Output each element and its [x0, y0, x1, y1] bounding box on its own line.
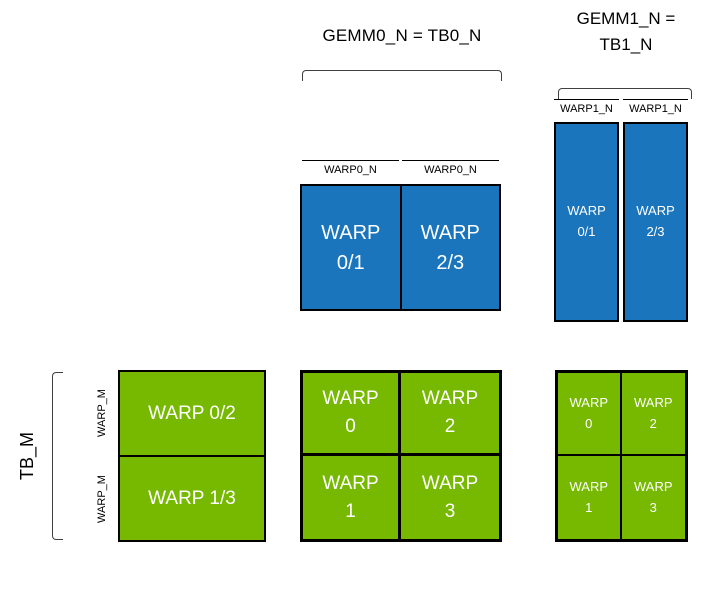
warp-row-13: WARP 1/3: [120, 455, 264, 540]
warp-cell-label: 3: [444, 500, 456, 522]
gemm0-heading: GEMM0_N = TB0_N: [322, 26, 482, 45]
gemm1-heading-line2: TB1_N: [599, 35, 653, 54]
warp-tile-label: WARP: [420, 221, 480, 244]
warp-cell-label: 0: [585, 415, 593, 431]
warp-cell-label: WARP: [633, 394, 673, 410]
warp1-n-label-left: WARP1_N: [554, 99, 619, 115]
warp-cell-0: WARP 0: [558, 373, 622, 456]
warp-cell-3: WARP 3: [622, 456, 686, 539]
tb0-n-bracket: [302, 70, 502, 81]
warp-tile-label: WARP: [321, 221, 381, 244]
gemm0-warp-grid: WARP 0 WARP 2 WARP 1 WARP 3: [300, 370, 502, 542]
warp-tile-label: WARP: [636, 203, 675, 219]
gemm0-warp-tiles: WARP 0/1 WARP 2/3: [300, 184, 501, 311]
warp-tile-label: 0/1: [336, 251, 365, 274]
warp-tile-label: WARP: [567, 203, 606, 219]
tb-m-warp-rows: WARP 0/2 WARP 1/3: [118, 370, 266, 542]
gemm1-heading-line1: GEMM1_N =: [576, 9, 676, 28]
gemm1-warp-tile-23: WARP 2/3: [623, 122, 688, 322]
warp-cell-label: 2: [444, 416, 456, 437]
warp0-n-label-right: WARP0_N: [402, 160, 499, 176]
warp-cell-1: WARP 1: [303, 456, 401, 539]
warp-m-label-bottom: WARP_M: [96, 475, 108, 523]
warp-cell-2: WARP 2: [401, 373, 499, 456]
warp-cell-label: WARP: [421, 472, 479, 494]
warp-cell-label: WARP: [322, 472, 379, 494]
warp-cell-label: 0: [345, 416, 356, 437]
warp-cell-label: WARP: [322, 388, 379, 410]
warp-cell-label: WARP: [633, 478, 673, 494]
warp-row-02: WARP 0/2: [148, 402, 236, 424]
warp0-n-label-left: WARP0_N: [302, 160, 399, 176]
warp-tile-label: 0/1: [577, 224, 596, 239]
warp-cell-label: WARP: [569, 394, 609, 410]
gemm0-warp-tile-01: WARP 0/1: [302, 186, 400, 309]
warp-tile-label: 2/3: [436, 251, 465, 274]
warp-cell-label: 3: [649, 499, 657, 515]
gemm1-heading: GEMM1_N = TB1_N: [556, 6, 696, 58]
tb-m-label: TB_M: [17, 432, 37, 481]
warp-cell-3: WARP 3: [401, 456, 499, 539]
warp-tile-label: 2/3: [646, 224, 665, 239]
gemm0-warp-tile-23: WARP 2/3: [399, 186, 500, 309]
tb-m-bracket: [52, 372, 63, 540]
warp-cell-1: WARP 1: [558, 456, 622, 539]
warp-cell-label: WARP: [421, 388, 479, 410]
warp-cell-2: WARP 2: [621, 373, 685, 456]
warp-cell-0: WARP 0: [303, 373, 401, 456]
warp-m-label-top: WARP_M: [96, 389, 108, 437]
warp-cell-label: 1: [345, 500, 356, 522]
gemm1-warp-grid: WARP 0 WARP 2 WARP 1 WARP 3: [555, 370, 688, 542]
tb1-n-bracket: [558, 88, 692, 99]
warp-cell-label: 2: [649, 415, 657, 431]
warp-cell-label: WARP: [569, 478, 609, 494]
warp-cell-label: 1: [585, 499, 593, 515]
warp1-n-label-right: WARP1_N: [623, 99, 688, 115]
gemm1-warp-tile-01: WARP 0/1: [554, 122, 619, 322]
